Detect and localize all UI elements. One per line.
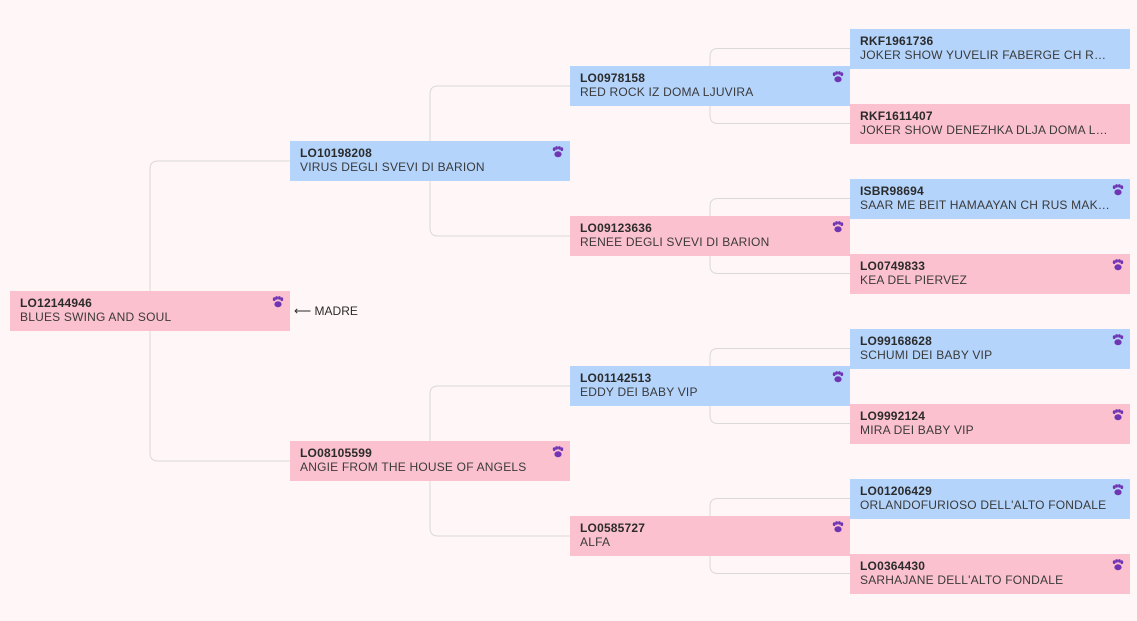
paw-icon[interactable] [831, 521, 845, 533]
dog-registration-code: ISBR98694 [860, 183, 924, 198]
dog-registration-code: LO08105599 [300, 446, 373, 460]
dog-registration-code: RKF1611407 [860, 108, 933, 123]
dog-name: KEA DEL PIERVEZ [860, 272, 968, 287]
dog-name: RED ROCK IZ DOMA LJUVIRA [580, 85, 754, 99]
paw-icon[interactable] [1111, 483, 1125, 496]
dog-name: RENEE DEGLI SVEVI DI BARION [580, 235, 770, 249]
subject-marker-label: MADRE [314, 304, 358, 318]
dog-name: EDDY DEI BABY VIP [580, 385, 698, 399]
dog-name: ANGIE FROM THE HOUSE OF ANGELS [300, 460, 527, 474]
connector-line [429, 85, 570, 141]
dog-registration-code: LO0978158 [580, 71, 646, 85]
dog-registration-code: LO09123636 [580, 221, 653, 235]
connector-line [709, 198, 850, 216]
paw-icon[interactable] [551, 446, 565, 458]
dog-name: JOKER SHOW DENEZHKA DLJA DOMA LJUVI... [860, 122, 1112, 137]
connector-line [429, 385, 570, 441]
dog-registration-code: RKF1961736 [860, 33, 934, 48]
paw-icon[interactable] [271, 296, 285, 308]
dog-registration-code: LO0585727 [580, 521, 646, 535]
connector-line [709, 406, 850, 424]
dog-name: MIRA DEI BABY VIP [860, 422, 974, 437]
dog-registration-code: LO99168628 [860, 333, 933, 348]
connector-line [709, 498, 850, 516]
dog-registration-code: LO9992124 [860, 408, 926, 423]
connector-line [709, 106, 850, 124]
connector-line [149, 331, 290, 462]
dog-name: JOKER SHOW YUVELIR FABERGE CH RUS UKR [860, 47, 1112, 62]
connector-line [709, 556, 850, 574]
paw-icon[interactable] [1111, 408, 1125, 421]
dog-registration-code: LO01142513 [580, 371, 652, 385]
subject-marker: ⟵ MADRE [294, 304, 358, 318]
connector-line [709, 348, 850, 366]
connector-line [709, 48, 850, 66]
dog-name: SAAR ME BEIT HAMAAYAN CH RUS MAK BUL... [860, 197, 1112, 212]
paw-icon[interactable] [1111, 333, 1125, 346]
paw-icon[interactable] [831, 71, 845, 83]
connector-line [149, 160, 290, 291]
dog-name: VIRUS DEGLI SVEVI DI BARION [300, 160, 485, 174]
dog-registration-code: LO01206429 [860, 483, 933, 498]
dog-name: BLUES SWING AND SOUL [20, 310, 172, 324]
paw-icon[interactable] [551, 146, 565, 158]
left-arrow-icon: ⟵ [294, 304, 312, 318]
dog-name: SARHAJANE DELL'ALTO FONDALE [860, 572, 1064, 587]
dog-registration-code: LO0749833 [860, 258, 926, 273]
paw-icon[interactable] [1111, 258, 1125, 271]
paw-icon[interactable] [831, 371, 845, 383]
dog-registration-code: LO10198208 [300, 146, 373, 160]
connector-line [429, 481, 570, 537]
dog-registration-code: LO0364430 [860, 558, 926, 573]
connector-line [429, 181, 570, 237]
dog-name: ALFA [580, 535, 611, 549]
dog-name: SCHUMI DEI BABY VIP [860, 347, 993, 362]
dog-registration-code: LO12144946 [20, 296, 93, 310]
paw-icon[interactable] [1111, 558, 1125, 571]
connector-line [709, 256, 850, 274]
paw-icon[interactable] [831, 221, 845, 233]
paw-icon[interactable] [1111, 183, 1125, 196]
dog-name: ORLANDOFURIOSO DELL'ALTO FONDALE [860, 497, 1107, 512]
